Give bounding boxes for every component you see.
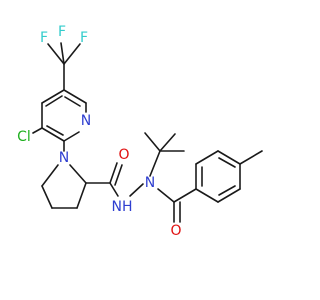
molecule-canvas: F F F Cl N N O NH N O — [17, 24, 263, 239]
bond-tol-methyl — [239, 150, 263, 165]
bond-pyrr-5 — [69, 164, 87, 184]
bond-pyrr-1 — [41, 164, 59, 187]
bond-tbu-me2 — [159, 133, 176, 152]
bond-nh-n — [129, 183, 144, 197]
bond-cf3-f2 — [60, 42, 65, 65]
bond-pyr-4 — [63, 131, 80, 142]
atom-o-benzoyl: O — [170, 223, 181, 239]
bond-tol-3b — [218, 157, 236, 168]
bond-tol-5b — [218, 185, 236, 196]
atom-nh: NH — [112, 199, 133, 215]
bond-cf3-f1 — [47, 43, 65, 65]
bond-pyr-6b — [64, 96, 81, 107]
atom-o-amide: O — [118, 147, 129, 163]
bond-pyr-1 — [41, 89, 65, 104]
atom-n-hydrazide: N — [145, 175, 155, 191]
bond-pyrr-4 — [76, 182, 87, 209]
atom-labels: F F F Cl N N O NH N O — [17, 24, 181, 239]
bond-pyr-1b — [45, 95, 63, 107]
atom-f2: F — [58, 24, 66, 40]
bond-co-2 — [114, 164, 123, 186]
bond-cf3-f3 — [63, 43, 81, 65]
bond-pyr-3b — [46, 125, 64, 136]
bond-tol-5 — [217, 188, 241, 203]
atom-f3: F — [80, 30, 88, 46]
bond-pyr-6 — [63, 89, 87, 104]
atom-n-pyridine: N — [81, 113, 91, 129]
bond-n-benzoyl — [157, 188, 175, 203]
atom-cl: Cl — [17, 129, 31, 145]
bond-tbu-me1 — [144, 132, 161, 152]
structure-diagram: F F F Cl N N O NH N O — [17, 24, 263, 239]
atom-f1: F — [40, 30, 48, 46]
bond-c-cl — [32, 127, 43, 134]
bonds — [32, 42, 263, 223]
atom-n-pyrrolidine: N — [59, 150, 69, 166]
bond-c-nh — [109, 182, 119, 197]
bond-co-1 — [109, 162, 118, 184]
bond-tol-3 — [217, 150, 241, 165]
bond-tol-6 — [195, 188, 219, 203]
bond-benzoyl-ring — [173, 188, 197, 203]
bond-tol-2 — [195, 150, 219, 165]
bond-pyr-3 — [41, 127, 65, 142]
bond-n-tbu — [149, 150, 161, 177]
bond-pyrr-2 — [41, 185, 53, 209]
